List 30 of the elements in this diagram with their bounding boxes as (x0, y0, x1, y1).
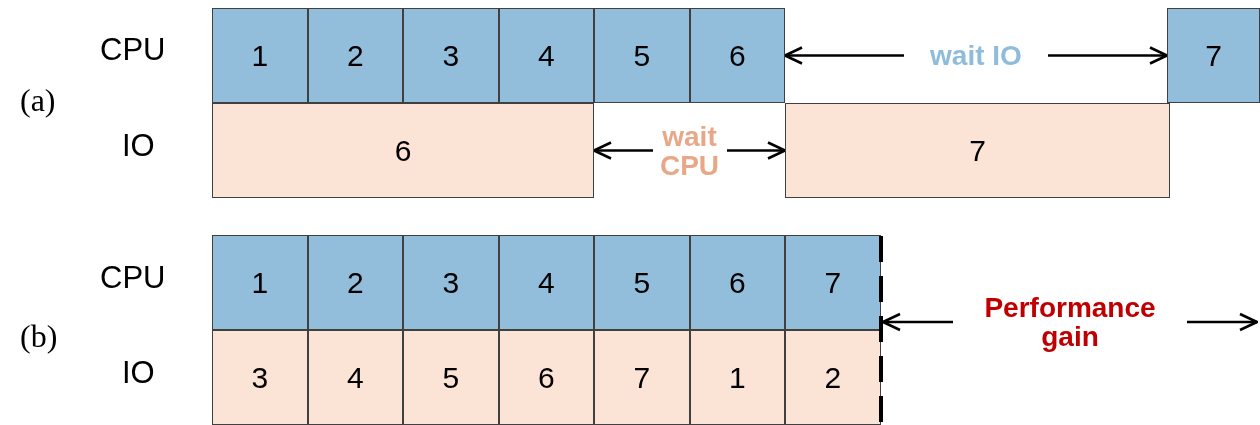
cpu-slot: 7 (1167, 8, 1260, 103)
cpu-slot: 1 (212, 8, 308, 103)
cpu-slot: 5 (594, 235, 690, 330)
io-slot: 7 (594, 330, 690, 425)
cpu-slot: 7 (785, 235, 881, 330)
cpu-slot: 3 (403, 8, 499, 103)
cpu-slot: 3 (403, 235, 499, 330)
cpu-slot: 4 (498, 8, 594, 103)
io-slot: 4 (307, 330, 403, 425)
dashed-bar (879, 236, 883, 425)
row-label: CPU (100, 32, 166, 68)
cpu-slot: 5 (594, 8, 690, 103)
row-label: CPU (100, 260, 166, 296)
io-slot: 5 (403, 330, 499, 425)
io-slot: 7 (785, 103, 1170, 198)
cpu-slot: 4 (498, 235, 594, 330)
io-slot: 3 (212, 330, 308, 425)
cpu-slot: 6 (689, 235, 785, 330)
row-label: IO (122, 355, 155, 391)
cpu-slot: 2 (307, 8, 403, 103)
io-slot: 6 (212, 103, 594, 198)
cpu-slot: 6 (689, 8, 785, 103)
cpu-slot: 1 (212, 235, 308, 330)
io-slot: 1 (689, 330, 785, 425)
panel-label: (a) (20, 82, 56, 119)
cpu-slot: 2 (307, 235, 403, 330)
io-slot: 2 (785, 330, 881, 425)
panel-label: (b) (20, 318, 58, 355)
row-label: IO (122, 128, 155, 164)
io-slot: 6 (498, 330, 594, 425)
